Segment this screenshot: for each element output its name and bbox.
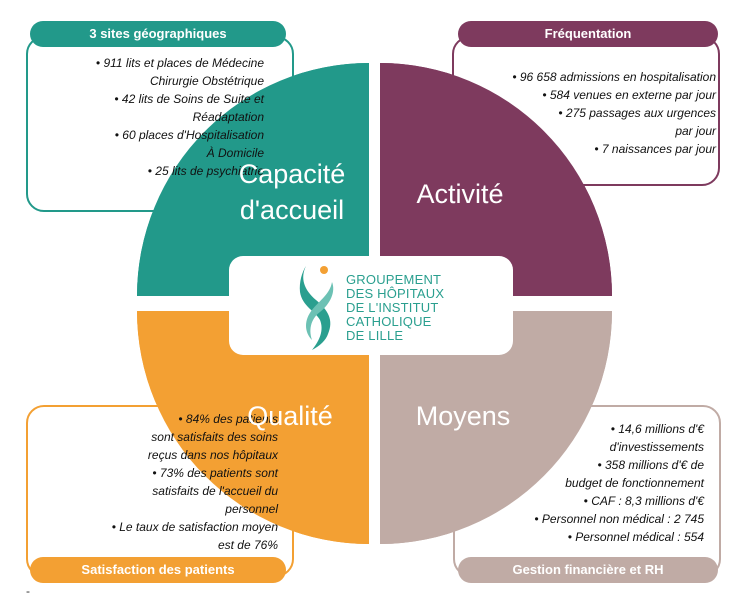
list-item: • 25 lits de psychiatrie	[147, 164, 264, 178]
footer-mark: -	[26, 584, 30, 598]
label-line: d'accueil	[239, 195, 345, 225]
list-item: est de 76%	[217, 538, 278, 552]
list-item: • 275 passages aux urgences	[558, 106, 716, 120]
list-item: budget de fonctionnement	[565, 476, 704, 490]
list-item: • 96 658 admissions en hospitalisation	[512, 70, 716, 84]
label-line: Capacité	[238, 159, 346, 189]
capacite-list: • 911 lits et places de Médecine Chirurg…	[32, 54, 264, 180]
logo-line: Catholique	[346, 314, 432, 329]
list-item: satisfaits de l'accueil du	[152, 484, 278, 498]
list-item: À Domicile	[206, 146, 264, 160]
list-item: • Le taux de satisfaction moyen	[111, 520, 278, 534]
list-item: personnel	[225, 502, 278, 516]
logo-line: de l'Institut	[346, 300, 439, 315]
list-item: d'investissements	[609, 440, 704, 454]
logo-line: Groupement	[346, 272, 442, 287]
list-item: Chirurgie Obstétrique	[149, 74, 264, 88]
logo-line: des Hôpitaux	[346, 286, 445, 301]
logo-wordmark: Groupement des Hôpitaux de l'Institut Ca…	[346, 273, 444, 343]
logo-card	[229, 256, 513, 355]
activite-list: • 96 658 admissions en hospitalisation •…	[472, 68, 716, 158]
list-item: Réadaptation	[192, 110, 264, 124]
qualite-list: • 84% des patients sont satisfaits des s…	[32, 410, 278, 554]
list-item: • 358 millions d'€ de	[597, 458, 704, 472]
box-title-activite: Fréquentation	[458, 21, 718, 47]
list-item: • 84% des patients	[178, 412, 278, 426]
box-title-moyens: Gestion financière et RH	[458, 557, 718, 583]
list-item: • 73% des patients sont	[152, 466, 278, 480]
list-item: • 584 venues en externe par jour	[542, 88, 716, 102]
list-item: • 911 lits et places de Médecine	[95, 56, 264, 70]
box-title-capacite: 3 sites géographiques	[30, 21, 286, 47]
list-item: par jour	[675, 124, 716, 138]
list-item: • Personnel médical : 554	[567, 530, 704, 544]
list-item: • 42 lits de Soins de Suite et	[114, 92, 264, 106]
list-item: sont satisfaits des soins	[151, 430, 278, 444]
quadrant-label-moyens: Moyens	[415, 401, 511, 431]
quadrant-label-activite: Activité	[416, 179, 504, 209]
list-item: • Personnel non médical : 2 745	[534, 512, 704, 526]
box-title-qualite: Satisfaction des patients	[30, 557, 286, 583]
logo-line: de Lille	[346, 328, 404, 343]
figure-logo-icon	[299, 266, 334, 350]
quadrant-label-capacite: Capacité d'accueil	[212, 156, 372, 228]
list-item: • CAF : 8,3 millions d'€	[583, 494, 704, 508]
quadrant-label-qualite: Qualité	[247, 401, 333, 431]
moyens-list: • 14,6 millions d'€ d'investissements • …	[470, 420, 704, 546]
list-item: • 14,6 millions d'€	[610, 422, 704, 436]
list-item: • 60 places d'Hospitalisation	[114, 128, 264, 142]
list-item: reçus dans nos hôpitaux	[147, 448, 278, 462]
list-item: • 7 naissances par jour	[594, 142, 716, 156]
